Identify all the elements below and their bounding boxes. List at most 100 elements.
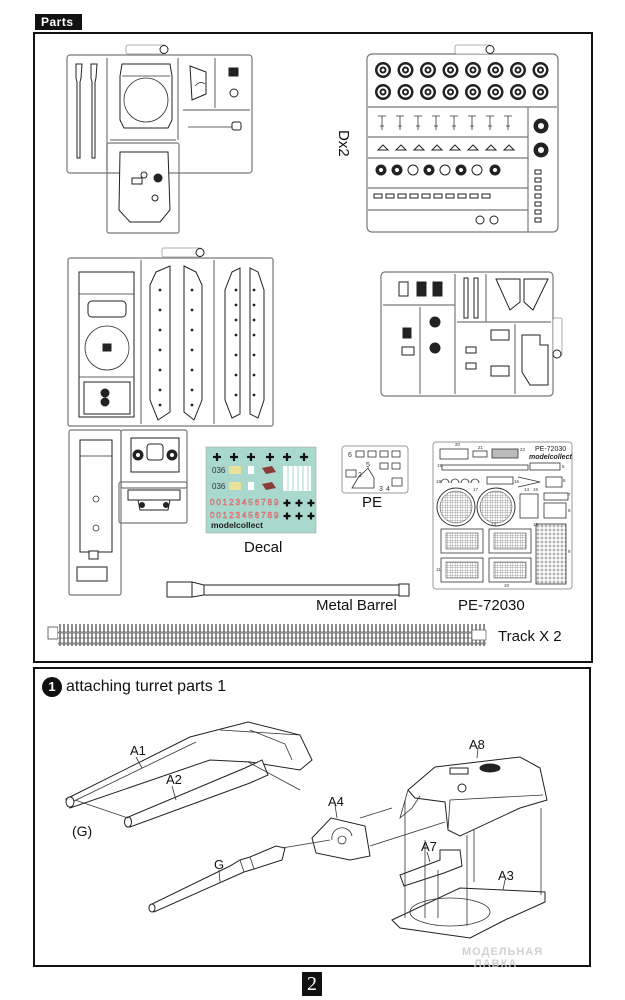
leader-a1 bbox=[135, 756, 143, 769]
callout-a2: A2 bbox=[166, 772, 182, 787]
sprue-b-tag bbox=[161, 247, 205, 258]
parts-frame bbox=[33, 32, 593, 663]
callout-g-paren: (G) bbox=[72, 823, 93, 839]
step-title: attaching turret parts 1 bbox=[66, 678, 227, 695]
decal-brand: modelcollect bbox=[211, 520, 263, 530]
decal-digit: 6 bbox=[255, 511, 260, 520]
road-wheel bbox=[420, 84, 436, 100]
part-a4-mantlet-plate bbox=[311, 817, 371, 861]
road-wheel bbox=[465, 84, 481, 100]
rivet bbox=[234, 353, 238, 357]
rivet bbox=[190, 348, 194, 352]
small-part bbox=[534, 185, 542, 191]
pe-small-num-2: 2 bbox=[358, 472, 362, 479]
balkenkreuz bbox=[283, 499, 291, 507]
watermark: МОДЕЛЬНАЯ ЛАВКА bbox=[440, 946, 543, 970]
decal-digit: 0 bbox=[210, 498, 215, 507]
rivet bbox=[234, 373, 238, 377]
callout-a4: A4 bbox=[328, 794, 344, 809]
watermark-line-2: ЛАВКА bbox=[474, 958, 518, 970]
rivet bbox=[158, 308, 162, 312]
balkenkreuz bbox=[266, 453, 274, 461]
rivet bbox=[158, 348, 162, 352]
decal-digit: 9 bbox=[274, 498, 279, 507]
sprue-b-part-hull-bottom bbox=[76, 439, 113, 582]
road-wheel bbox=[375, 62, 391, 78]
decal-white-stripes bbox=[283, 466, 311, 491]
decal-digit: 0 bbox=[216, 511, 221, 520]
part-g-barrel bbox=[148, 845, 286, 913]
decal-digit: 7 bbox=[261, 498, 266, 507]
suspension-arm bbox=[468, 115, 476, 130]
rivet bbox=[190, 403, 194, 407]
leader-a2 bbox=[171, 785, 177, 801]
leader-a4 bbox=[334, 804, 338, 819]
decal-digit: 4 bbox=[242, 511, 247, 520]
rivet bbox=[158, 403, 162, 407]
pe-part-number: 12 bbox=[533, 522, 539, 527]
decal-digit: 0 bbox=[210, 511, 215, 520]
pe-part-number: 19 bbox=[437, 463, 443, 468]
road-wheel bbox=[397, 84, 414, 100]
parts-section-label: Parts bbox=[35, 14, 82, 30]
rivet bbox=[252, 333, 256, 337]
decal-digit: 6 bbox=[255, 498, 260, 507]
pe-part-number: 15 bbox=[533, 487, 539, 492]
bump-stop bbox=[412, 144, 426, 151]
road-wheel bbox=[397, 62, 414, 78]
rivet bbox=[158, 328, 162, 332]
bump-stop bbox=[448, 144, 462, 151]
balkenkreuz bbox=[307, 512, 315, 520]
assembly-arrows-vertical bbox=[404, 800, 542, 926]
pe-small-num-4: 4 bbox=[386, 486, 390, 493]
pe-large-label: PE-72030 bbox=[458, 597, 525, 614]
pe-part-number: 21 bbox=[478, 445, 484, 450]
pe-part-number: 20 bbox=[455, 442, 461, 447]
decal-number-1: 036 bbox=[212, 466, 226, 475]
road-wheel bbox=[532, 62, 549, 78]
small-part bbox=[534, 169, 542, 175]
rivet bbox=[158, 368, 162, 372]
link-part bbox=[397, 193, 407, 199]
bump-stop bbox=[376, 144, 390, 151]
link-part bbox=[433, 193, 443, 199]
link-part bbox=[385, 193, 395, 199]
pe-part-number: 11 bbox=[436, 567, 441, 572]
pe-part-number: 7 bbox=[568, 492, 571, 497]
balkenkreuz bbox=[283, 453, 291, 461]
small-part bbox=[534, 177, 542, 183]
sprue-d-road-wheels bbox=[375, 62, 549, 100]
part-a7-bracket bbox=[399, 849, 463, 887]
road-wheel bbox=[442, 62, 459, 78]
road-wheel bbox=[442, 84, 459, 100]
leader-a3 bbox=[502, 879, 506, 891]
link-part bbox=[409, 193, 419, 199]
sprue-b-part-exhaust bbox=[127, 489, 181, 511]
callout-a7: A7 bbox=[421, 839, 437, 854]
sprue-b-part-side-left bbox=[149, 265, 203, 421]
callout-a1: A1 bbox=[130, 743, 146, 758]
rivet bbox=[234, 333, 238, 337]
pe-large-round-grilles bbox=[436, 487, 516, 527]
balkenkreuz bbox=[300, 453, 308, 461]
rivet bbox=[190, 388, 194, 392]
pe-large-rect-grilles bbox=[440, 523, 567, 585]
link-part bbox=[469, 193, 479, 199]
step-frame bbox=[33, 667, 591, 967]
link-part bbox=[481, 193, 491, 199]
suspension-arm bbox=[378, 115, 386, 130]
pe-large-code: PE-72030 bbox=[535, 446, 566, 453]
part-a1-mantlet-sleeve bbox=[65, 721, 313, 809]
decal-digit: 8 bbox=[268, 498, 273, 507]
decal-digit: 1 bbox=[223, 511, 228, 520]
sprue-c-parts bbox=[398, 277, 549, 386]
sprue-a-part-small bbox=[188, 67, 242, 131]
balkenkreuz bbox=[247, 453, 255, 461]
